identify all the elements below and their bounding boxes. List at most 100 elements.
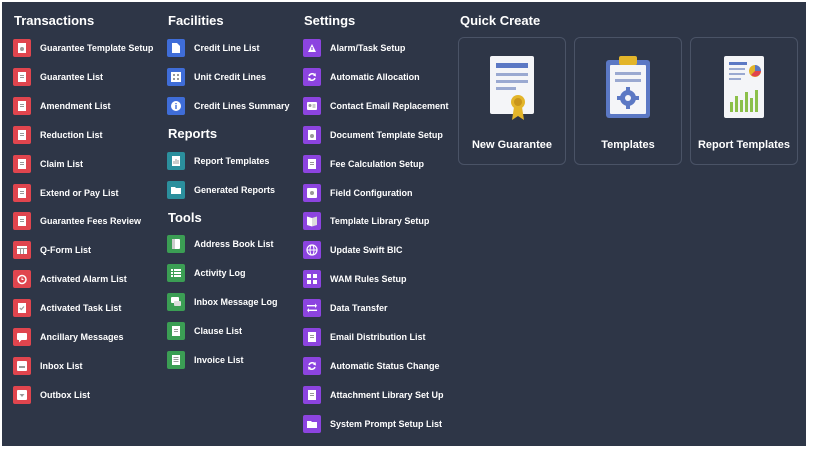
- alarm-setup-icon: [303, 39, 321, 57]
- config-icon: [303, 183, 321, 202]
- transactions-item-extend-or-pay-list[interactable]: Extend or Pay List: [13, 183, 119, 203]
- tools-item-invoice-list[interactable]: Invoice List: [167, 350, 244, 370]
- tools-item-inbox-message-log[interactable]: Inbox Message Log: [167, 292, 278, 312]
- settings-item-document-template-setup[interactable]: Document Template Setup: [303, 125, 443, 145]
- settings-item-update-swift-bic[interactable]: Update Swift BIC: [303, 240, 403, 260]
- list-icon: [167, 263, 185, 282]
- transactions-item-label: Inbox List: [40, 360, 83, 371]
- tools-item-label: Invoice List: [194, 354, 244, 365]
- transactions-item-amendment-list[interactable]: Amendment List: [13, 96, 111, 116]
- transactions-item-outbox-list[interactable]: Outbox List: [13, 385, 90, 405]
- doc-badge-icon: [303, 125, 321, 144]
- settings-item-label: Template Library Setup: [330, 216, 430, 227]
- library-icon: [303, 212, 321, 231]
- document-icon: [303, 385, 321, 404]
- settings-item-label: Contact Email Replacement: [330, 100, 449, 111]
- settings-item-alarm-task-setup[interactable]: Alarm/Task Setup: [303, 38, 405, 58]
- templates-label: Templates: [601, 139, 655, 151]
- transactions-item-q-form-list[interactable]: Q-Form List: [13, 240, 91, 260]
- settings-heading: Settings: [304, 13, 356, 28]
- settings-item-label: Automatic Allocation: [330, 71, 420, 82]
- settings-item-label: Fee Calculation Setup: [330, 158, 425, 169]
- folder-icon: [167, 180, 185, 199]
- message-icon: [13, 328, 31, 346]
- transactions-item-label: Extend or Pay List: [40, 187, 119, 198]
- tools-item-address-book-list[interactable]: Address Book List: [167, 234, 274, 254]
- facilities-item-unit-credit-lines[interactable]: Unit Credit Lines: [167, 67, 266, 87]
- reports-heading: Reports: [168, 126, 218, 141]
- clipboard-gear-icon: [575, 54, 681, 122]
- reports-item-report-templates[interactable]: Report Templates: [167, 151, 269, 171]
- settings-item-label: Email Distribution List: [330, 332, 426, 342]
- transactions-item-label: Reduction List: [40, 129, 103, 140]
- transactions-item-label: Outbox List: [40, 389, 90, 400]
- document-icon: [13, 183, 31, 202]
- transactions-item-label: Guarantee Fees Review: [40, 216, 142, 227]
- reports-item-generated-reports[interactable]: Generated Reports: [167, 180, 275, 200]
- new-guarantee-tile[interactable]: New Guarantee: [458, 37, 566, 165]
- facilities-item-credit-line-list[interactable]: Credit Line List: [167, 38, 260, 58]
- transactions-item-guarantee-fees-review[interactable]: Guarantee Fees Review: [13, 211, 141, 231]
- settings-item-system-prompt-setup-list[interactable]: System Prompt Setup List: [303, 414, 442, 434]
- reports-item-label: Report Templates: [194, 156, 270, 166]
- table-icon: [13, 241, 31, 260]
- settings-item-label: Alarm/Task Setup: [330, 43, 406, 53]
- settings-item-contact-email-replacement[interactable]: Contact Email Replacement: [303, 96, 449, 116]
- transactions-item-label: Guarantee Template Setup: [40, 43, 154, 53]
- document-icon: [303, 328, 321, 346]
- templates-tile[interactable]: Templates: [574, 37, 682, 165]
- settings-item-label: Data Transfer: [330, 303, 388, 314]
- transactions-item-claim-list[interactable]: Claim List: [13, 154, 83, 174]
- rules-icon: [303, 270, 321, 289]
- settings-item-label: Automatic Status Change: [330, 360, 440, 371]
- settings-item-attachment-library-set-up[interactable]: Attachment Library Set Up: [303, 385, 444, 405]
- tools-item-activity-log[interactable]: Activity Log: [167, 263, 246, 283]
- report-icon: [167, 152, 185, 170]
- transactions-item-label: Guarantee List: [40, 71, 104, 82]
- transactions-item-label: Activated Alarm List: [40, 274, 127, 285]
- document-icon: [13, 154, 31, 173]
- tools-item-label: Inbox Message Log: [194, 296, 278, 307]
- transactions-item-activated-task-list[interactable]: Activated Task List: [13, 298, 121, 318]
- document-icon: [13, 125, 31, 144]
- inbox-icon: [13, 356, 31, 375]
- alarm-icon: [13, 270, 31, 289]
- tools-item-label: Activity Log: [194, 267, 246, 278]
- tools-heading: Tools: [168, 210, 202, 225]
- globe-icon: [303, 241, 321, 260]
- doc-badge-icon: [13, 39, 31, 57]
- document-icon: [13, 96, 31, 115]
- settings-item-fee-calculation-setup[interactable]: Fee Calculation Setup: [303, 154, 424, 174]
- settings-item-automatic-allocation[interactable]: Automatic Allocation: [303, 67, 420, 87]
- settings-item-email-distribution-list[interactable]: Email Distribution List: [303, 327, 426, 347]
- settings-item-wam-rules-setup[interactable]: WAM Rules Setup: [303, 269, 407, 289]
- certificate-icon: [459, 54, 565, 122]
- settings-item-field-configuration[interactable]: Field Configuration: [303, 183, 413, 203]
- quick-create-heading: Quick Create: [460, 13, 541, 28]
- transactions-item-ancillary-messages[interactable]: Ancillary Messages: [13, 327, 124, 347]
- file-icon: [167, 39, 185, 57]
- settings-item-template-library-setup[interactable]: Template Library Setup: [303, 211, 429, 231]
- document-icon: [303, 154, 321, 173]
- address-book-icon: [167, 235, 185, 253]
- tools-item-clause-list[interactable]: Clause List: [167, 321, 242, 341]
- settings-item-automatic-status-change[interactable]: Automatic Status Change: [303, 356, 440, 376]
- facilities-item-label: Credit Line List: [194, 43, 260, 53]
- transactions-item-activated-alarm-list[interactable]: Activated Alarm List: [13, 269, 127, 289]
- transfer-icon: [303, 299, 321, 318]
- outbox-icon: [13, 385, 31, 404]
- transactions-item-inbox-list[interactable]: Inbox List: [13, 356, 83, 376]
- report-templates-tile[interactable]: Report Templates: [690, 37, 798, 165]
- transactions-item-guarantee-list[interactable]: Guarantee List: [13, 67, 103, 87]
- tools-item-label: Clause List: [194, 325, 243, 336]
- facilities-item-credit-lines-summary[interactable]: Credit Lines Summary: [167, 96, 290, 116]
- transactions-item-reduction-list[interactable]: Reduction List: [13, 125, 103, 145]
- task-icon: [13, 299, 31, 318]
- transactions-item-guarantee-template-setup[interactable]: Guarantee Template Setup: [13, 38, 153, 58]
- settings-item-label: System Prompt Setup List: [330, 418, 443, 429]
- transactions-item-label: Activated Task List: [40, 303, 122, 314]
- settings-item-label: Attachment Library Set Up: [330, 389, 444, 400]
- building-icon: [167, 67, 185, 86]
- settings-item-data-transfer[interactable]: Data Transfer: [303, 298, 388, 318]
